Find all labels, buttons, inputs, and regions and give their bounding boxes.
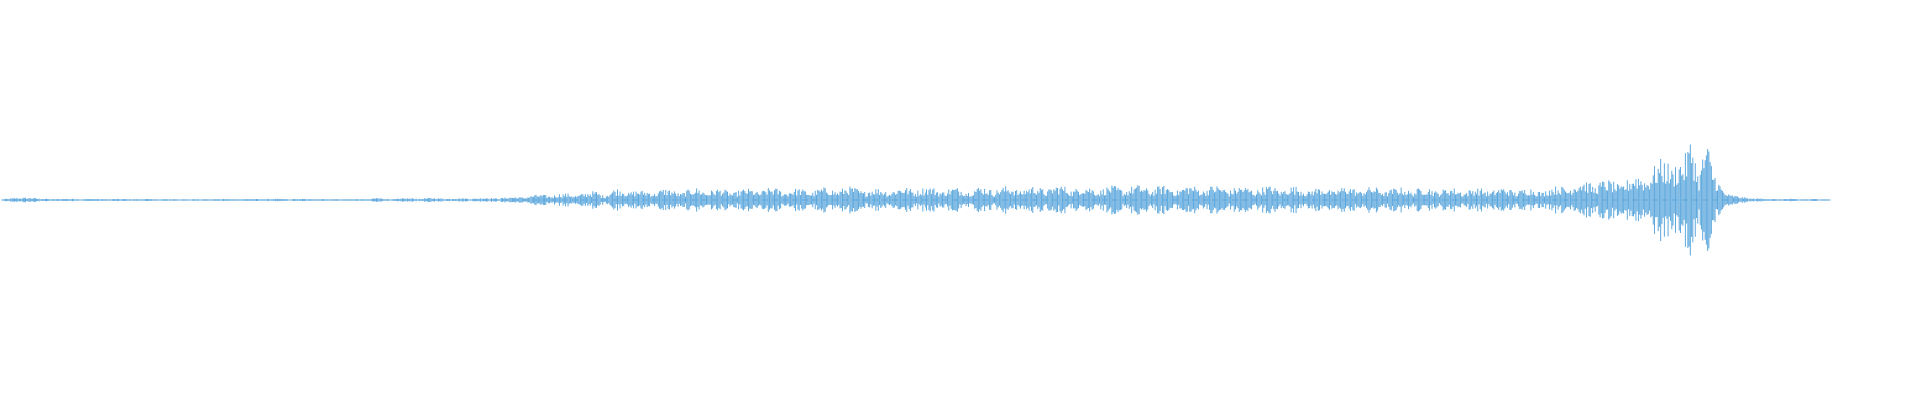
waveform-trace — [1, 144, 1831, 256]
